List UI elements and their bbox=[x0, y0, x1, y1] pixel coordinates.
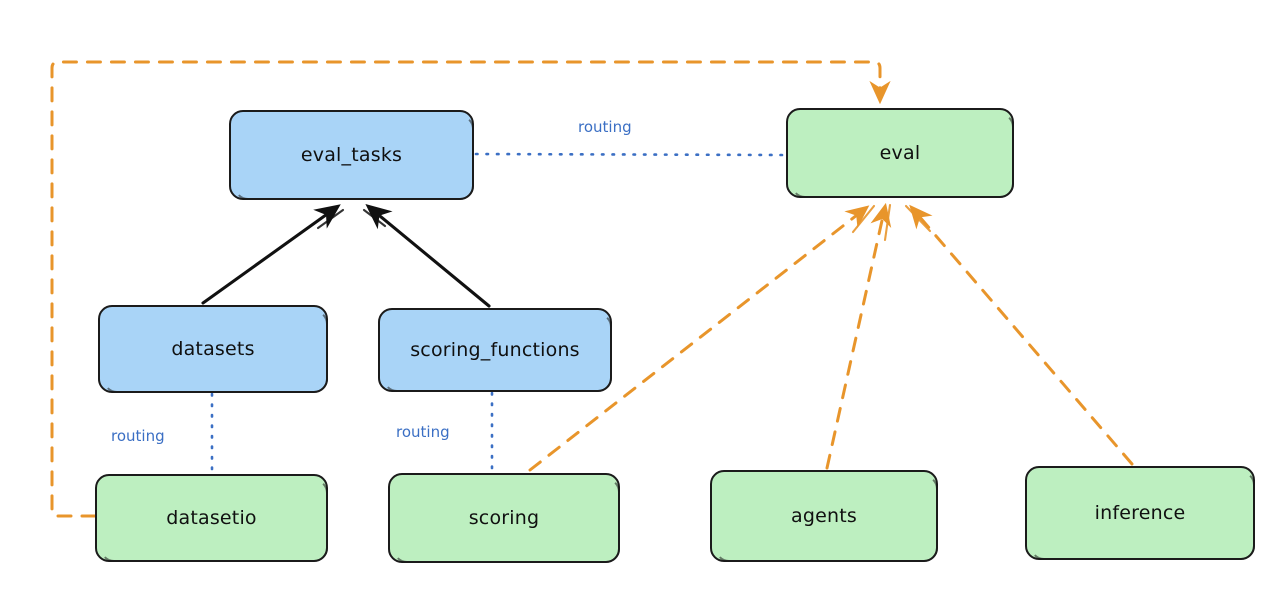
edge-agents-to-eval-sketch bbox=[883, 203, 892, 242]
edge-eval_tasks-to-eval bbox=[474, 152, 786, 157]
edge-scoring_functions-to-eval_tasks bbox=[365, 204, 491, 308]
node-datasets[interactable]: datasets bbox=[98, 305, 328, 393]
edge-label-routing-eval-tasks: routing bbox=[578, 118, 632, 136]
node-inference[interactable]: inference bbox=[1025, 466, 1255, 560]
node-label: datasetio bbox=[166, 506, 257, 529]
edge-label-routing-scoring-functions: routing bbox=[396, 423, 450, 441]
edge-scoring-to-eval-sketch bbox=[851, 204, 876, 234]
node-label: datasets bbox=[171, 337, 255, 360]
node-agents[interactable]: agents bbox=[710, 470, 938, 562]
edge-inference-to-eval bbox=[909, 204, 1134, 466]
edge-datasetio-to-eval bbox=[50, 60, 891, 518]
node-eval-tasks[interactable]: eval_tasks bbox=[229, 110, 474, 200]
node-label: eval_tasks bbox=[300, 143, 403, 166]
edge-datasets-to-eval_tasks-sketch bbox=[316, 208, 345, 230]
edge-label-routing-datasets: routing bbox=[111, 427, 165, 445]
edge-inference-to-eval-sketch bbox=[904, 204, 932, 233]
node-eval[interactable]: eval bbox=[786, 108, 1014, 198]
edge-scoring_functions-to-eval_tasks-sketch bbox=[362, 208, 387, 228]
edge-datasets-to-eval_tasks bbox=[201, 204, 341, 305]
node-label: inference bbox=[1094, 501, 1186, 524]
node-label: scoring bbox=[468, 506, 540, 529]
node-scoring-functions[interactable]: scoring_functions bbox=[378, 308, 612, 392]
node-label: eval bbox=[879, 141, 921, 164]
node-label: agents bbox=[791, 504, 857, 527]
node-datasetio[interactable]: datasetio bbox=[95, 474, 328, 562]
node-scoring[interactable]: scoring bbox=[388, 473, 620, 563]
edge-scoring-to-eval bbox=[528, 205, 870, 472]
node-label: scoring_functions bbox=[410, 338, 580, 361]
edge-agents-to-eval bbox=[825, 202, 892, 470]
